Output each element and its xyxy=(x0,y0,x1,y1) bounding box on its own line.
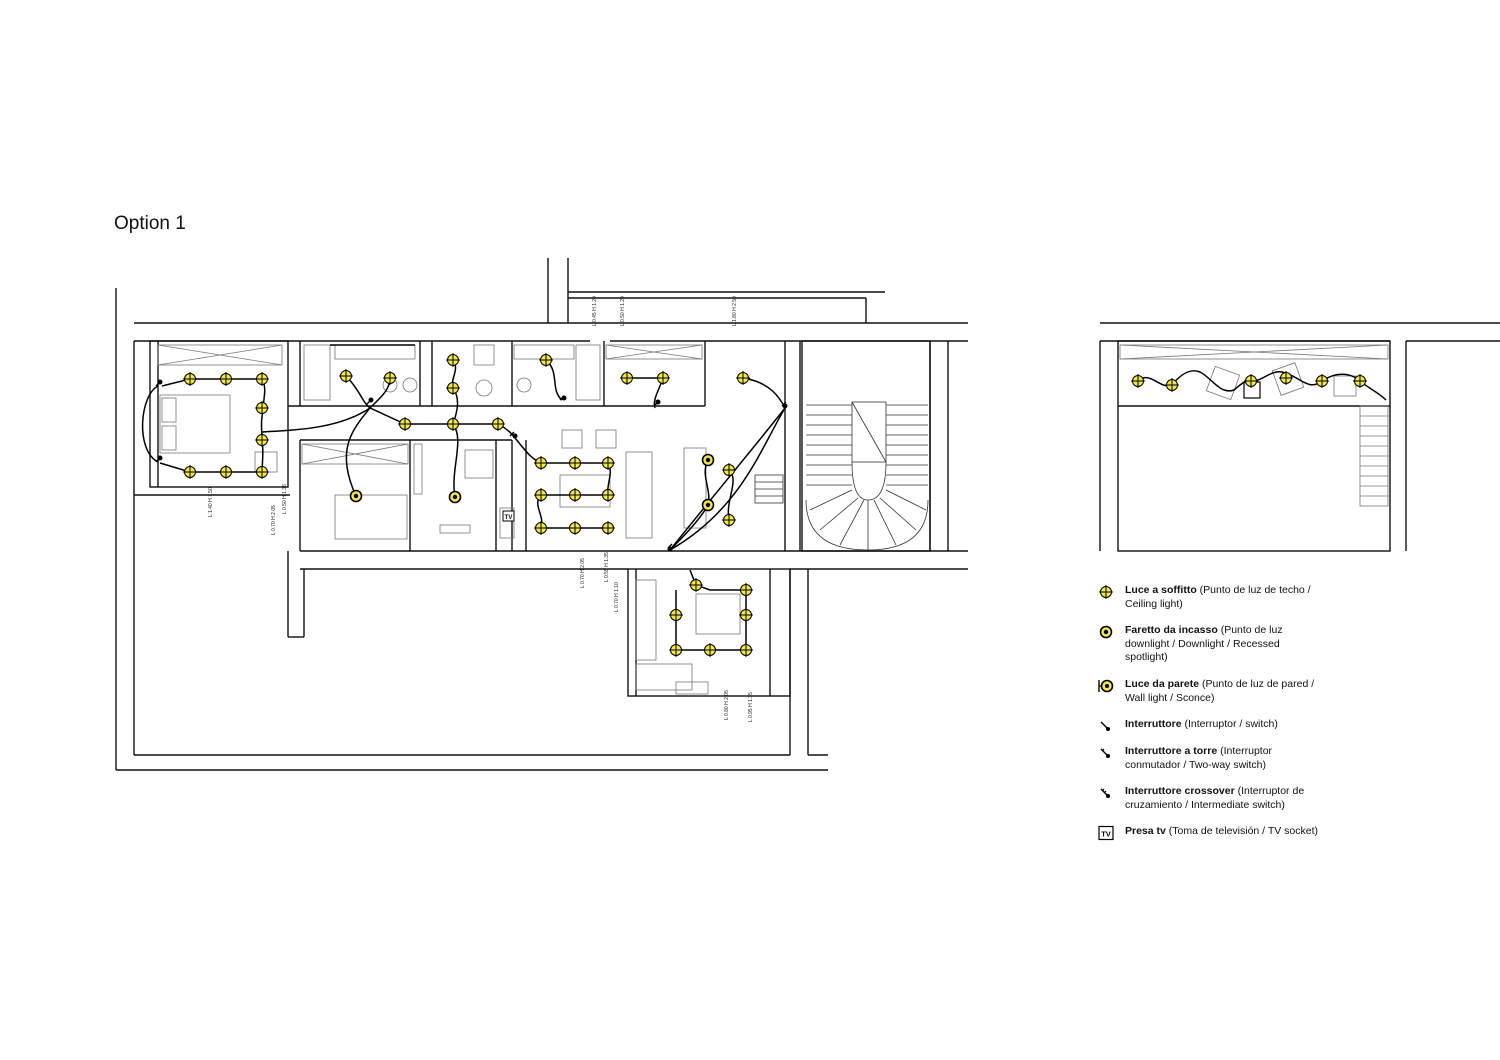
wall-light-icon xyxy=(1098,679,1114,693)
svg-text:L 0.50 H 1.20: L 0.50 H 1.20 xyxy=(620,296,626,326)
svg-text:L 0.45 H 1.20: L 0.45 H 1.20 xyxy=(592,296,598,326)
legend-text: Interruttore (Interruptor / switch) xyxy=(1125,718,1278,730)
svg-text:L 1.40 H 1.50: L 1.40 H 1.50 xyxy=(208,487,214,517)
legend-text: Presa tv (Toma de televisión / TV socket… xyxy=(1125,825,1318,837)
ceiling-lights xyxy=(182,352,754,658)
section-view xyxy=(1099,322,1500,552)
page-title: Option 1 xyxy=(114,213,186,234)
svg-text:L 1.80 H 2.50: L 1.80 H 2.50 xyxy=(732,296,738,326)
recessed-downlights xyxy=(349,453,715,512)
legend-text: Luce da parete (Punto de luz de pared / … xyxy=(1125,678,1315,704)
switches xyxy=(155,379,788,552)
svg-text:L 0.70 H 2.05: L 0.70 H 2.05 xyxy=(580,558,586,588)
svg-text:L 0.80 H 2.05: L 0.80 H 2.05 xyxy=(724,690,730,720)
switch-icon xyxy=(1100,721,1110,731)
legend-text: Luce a soffitto (Punto de luz de techo /… xyxy=(1125,584,1311,610)
ceiling-light-icon xyxy=(1099,585,1113,599)
legend-text: Interruttore a torre (Interruptor conmut… xyxy=(1125,745,1273,771)
legend-item-recessed-downlight: Faretto da incasso (Punto de luz downlig… xyxy=(1098,624,1325,665)
intermediate-switch-icon xyxy=(1100,788,1110,798)
legend-item-wall-light: Luce da parete (Punto de luz de pared / … xyxy=(1098,678,1325,705)
wiring xyxy=(141,344,786,651)
svg-text:L 0.95 H 1.35: L 0.95 H 1.35 xyxy=(748,692,754,722)
main-plan-walls xyxy=(115,258,968,771)
tv-socket-icon: TV xyxy=(1098,825,1114,841)
furniture xyxy=(157,344,741,695)
staircase xyxy=(754,401,929,551)
tv-socket-label: TV xyxy=(505,515,513,521)
svg-text:TV: TV xyxy=(1101,830,1111,839)
svg-text:L 0.55 H 1.35: L 0.55 H 1.35 xyxy=(604,552,610,582)
legend-item-tv-socket: TV Presa tv (Toma de televisión / TV soc… xyxy=(1098,825,1325,841)
svg-text:L 0.70 H 1.10: L 0.70 H 1.10 xyxy=(614,582,620,612)
section-ceiling-lights xyxy=(1130,370,1368,393)
svg-text:L 0.70 H 2.05: L 0.70 H 2.05 xyxy=(271,505,277,535)
recessed-downlight-icon xyxy=(1099,625,1113,639)
legend-item-intermediate-switch: Interruttore crossover (Interruptor de c… xyxy=(1098,785,1325,812)
legend-text: Faretto da incasso (Punto de luz downlig… xyxy=(1125,624,1283,663)
legend-item-switch: Interruttore (Interruptor / switch) xyxy=(1098,718,1325,734)
section-furniture xyxy=(1119,344,1389,507)
tv-socket-plan: TV xyxy=(502,510,515,522)
legend-text: Interruttore crossover (Interruptor de c… xyxy=(1125,785,1305,811)
legend-item-ceiling-light: Luce a soffitto (Punto de luz de techo /… xyxy=(1098,584,1325,611)
dimension-labels: L 1.40 H 1.50 L 0.50 H 1.35 L 0.70 H 2.0… xyxy=(208,296,754,722)
svg-text:L 0.50 H 1.35: L 0.50 H 1.35 xyxy=(282,484,288,514)
legend-item-two-way-switch: Interruttore a torre (Interruptor conmut… xyxy=(1098,745,1325,772)
two-way-switch-icon xyxy=(1100,748,1110,758)
